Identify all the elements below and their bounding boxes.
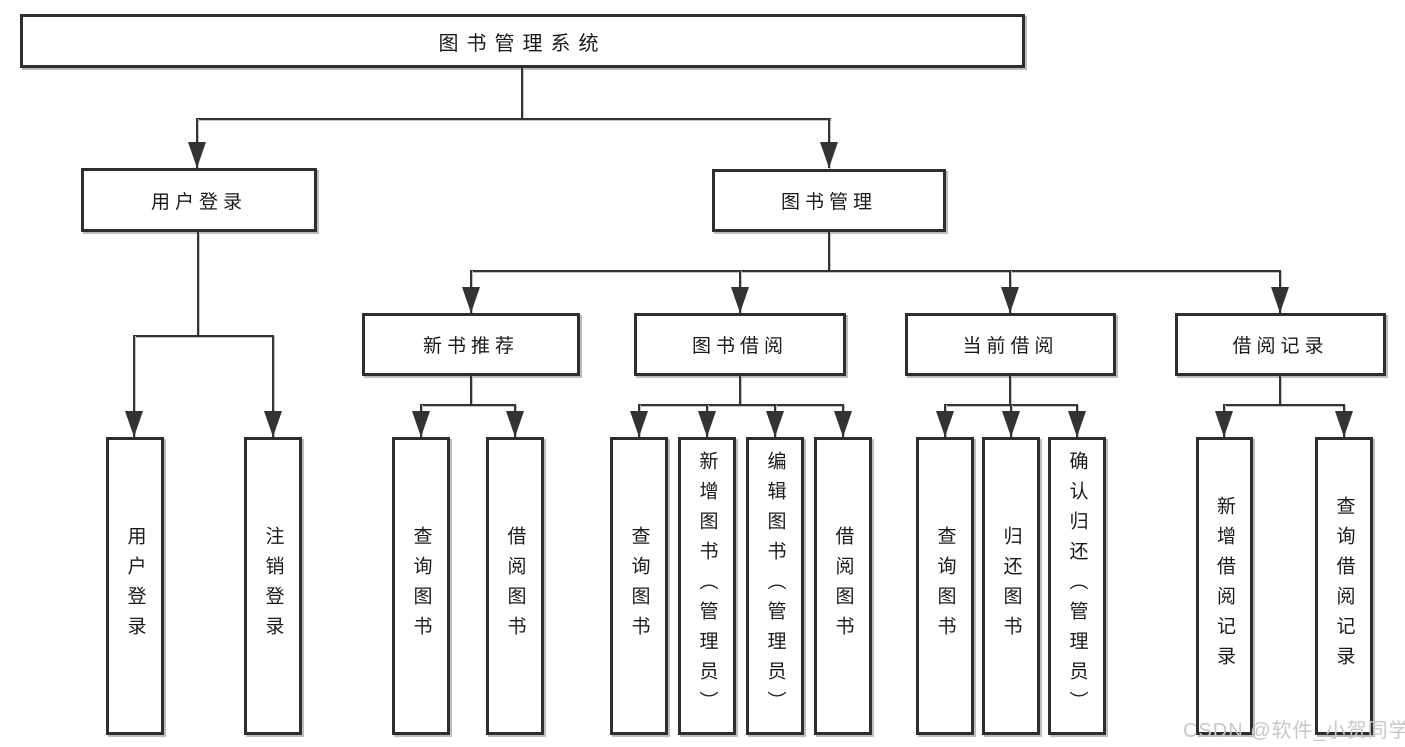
node-return-book-label: 归还图书	[1000, 526, 1022, 646]
connector-line	[1279, 375, 1281, 405]
arrow-down-icon	[1215, 411, 1233, 437]
node-query-borrow-record-label: 查询借阅记录	[1333, 496, 1355, 676]
connector-line	[828, 232, 830, 272]
node-current-borrowing: 当前借阅	[905, 313, 1116, 376]
arrow-down-icon	[834, 411, 852, 437]
node-logout-action-label: 注销登录	[262, 526, 284, 646]
connector-line	[420, 404, 516, 406]
arrow-down-icon	[462, 287, 480, 313]
arrow-down-icon	[1002, 411, 1020, 437]
arrow-down-icon	[731, 287, 749, 313]
node-book-borrowing: 图书借阅	[634, 313, 846, 376]
node-add-borrow-record-label: 新增借阅记录	[1214, 496, 1235, 676]
arrow-down-icon	[630, 411, 648, 437]
node-user-login: 用户登录	[81, 168, 317, 232]
node-recommend-query-book-label: 查询图书	[410, 526, 432, 646]
arrow-down-icon	[936, 411, 954, 437]
node-borrow-records: 借阅记录	[1175, 313, 1386, 376]
node-confirm-return-admin-label: 确认归还（管理员）	[1066, 451, 1088, 721]
connector-line	[272, 335, 274, 437]
arrow-down-icon	[766, 411, 784, 437]
node-confirm-return-admin: 确认归还（管理员）	[1048, 437, 1106, 735]
node-borrowing-query-book-label: 查询图书	[628, 526, 650, 646]
arrow-down-icon	[1335, 411, 1353, 437]
node-logout-action: 注销登录	[244, 437, 302, 735]
node-borrow-book: 借阅图书	[814, 437, 872, 735]
node-book-borrowing-label: 图书借阅	[691, 336, 788, 357]
arrow-down-icon	[264, 411, 282, 437]
node-new-book-recommend: 新书推荐	[362, 313, 580, 376]
connector-line	[133, 335, 135, 437]
node-borrow-records-label: 借阅记录	[1232, 336, 1329, 357]
connector-line	[470, 375, 472, 405]
connector-line	[1223, 404, 1344, 406]
arrow-down-icon	[1271, 287, 1289, 313]
connector-line	[197, 232, 199, 337]
node-add-book-admin: 新增图书（管理员）	[678, 437, 736, 735]
node-recommend-borrow-book: 借阅图书	[486, 437, 544, 735]
node-current-borrowing-label: 当前借阅	[962, 336, 1059, 357]
node-query-borrow-record: 查询借阅记录	[1315, 437, 1373, 735]
node-add-book-admin-label: 新增图书（管理员）	[696, 451, 718, 721]
arrow-down-icon	[820, 142, 838, 168]
arrow-down-icon	[412, 411, 430, 437]
arrow-down-icon	[506, 411, 524, 437]
node-edit-book-admin: 编辑图书（管理员）	[746, 437, 804, 735]
csdn-watermark: CSDN @软件_小贺同学	[1183, 720, 1405, 742]
node-root: 图书管理系统	[20, 14, 1025, 68]
connector-line	[196, 118, 831, 120]
node-borrowing-query-book: 查询图书	[610, 437, 668, 735]
connector-line	[521, 68, 523, 120]
node-edit-book-admin-label: 编辑图书（管理员）	[764, 451, 786, 721]
arrow-down-icon	[1001, 287, 1019, 313]
node-add-borrow-record: 新增借阅记录	[1196, 437, 1253, 735]
arrow-down-icon	[125, 411, 143, 437]
node-book-management-label: 图书管理	[780, 192, 877, 213]
node-book-management: 图书管理	[712, 169, 946, 232]
arrow-down-icon	[698, 411, 716, 437]
node-user-login-action-label: 用户登录	[124, 526, 146, 646]
node-user-login-label: 用户登录	[150, 191, 247, 213]
node-recommend-query-book: 查询图书	[392, 437, 450, 735]
connector-line	[1009, 375, 1011, 405]
node-user-login-action: 用户登录	[106, 437, 164, 735]
connector-line	[739, 375, 741, 405]
node-new-book-recommend-label: 新书推荐	[422, 336, 519, 357]
node-recommend-borrow-book-label: 借阅图书	[504, 526, 526, 646]
connector-line	[133, 335, 274, 337]
arrow-down-icon	[188, 142, 206, 168]
node-current-query-book: 查询图书	[916, 437, 974, 735]
node-root-label: 图书管理系统	[438, 32, 607, 55]
node-current-query-book-label: 查询图书	[934, 526, 956, 646]
connector-line	[470, 270, 1281, 272]
connector-line	[638, 404, 844, 406]
arrow-down-icon	[1068, 411, 1086, 437]
node-return-book: 归还图书	[982, 437, 1040, 735]
node-borrow-book-label: 借阅图书	[832, 526, 854, 646]
